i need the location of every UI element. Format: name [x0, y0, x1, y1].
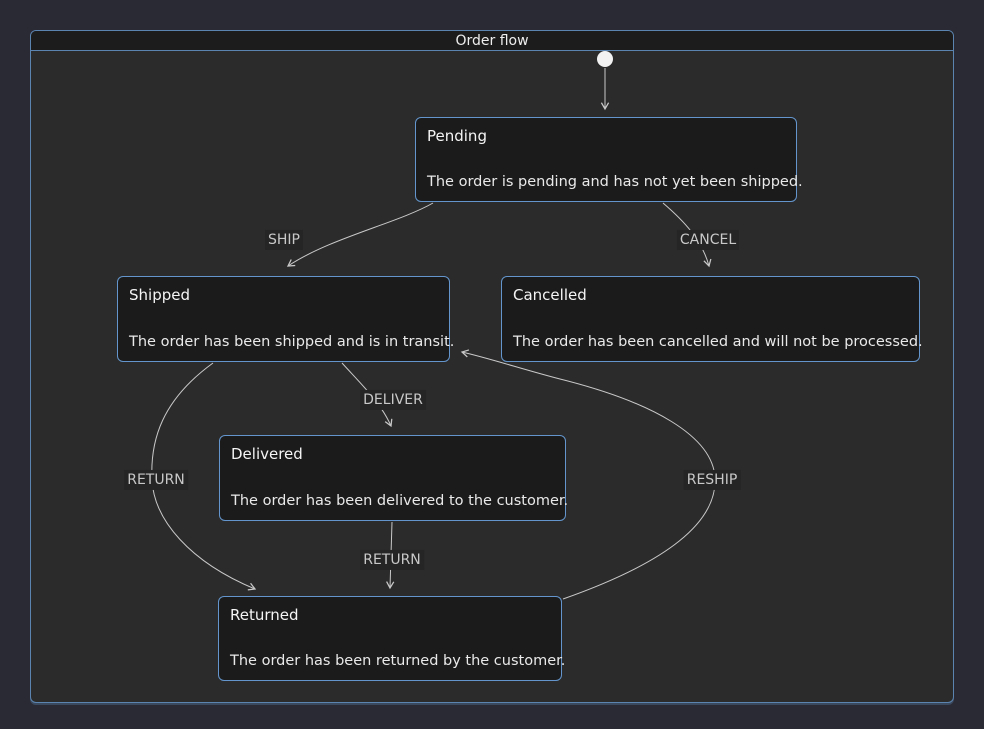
- transition-label-return-left: RETURN: [124, 469, 188, 491]
- state-shipped-name: Shipped: [129, 286, 190, 304]
- state-delivered-name: Delivered: [231, 445, 303, 463]
- state-delivered-description: The order has been delivered to the cust…: [231, 492, 569, 509]
- state-cancelled-name: Cancelled: [513, 286, 587, 304]
- state-shipped-description: The order has been shipped and is in tra…: [129, 333, 455, 350]
- transition-label-cancel: CANCEL: [676, 229, 740, 251]
- diagram-title: Order flow: [455, 32, 529, 49]
- transition-label-ship: SHIP: [265, 229, 303, 251]
- transition-label-return-mid: RETURN: [360, 549, 424, 571]
- state-pending: Pending The order is pending and has not…: [415, 117, 803, 202]
- diagram-title-bar: Order flow: [31, 31, 953, 51]
- state-returned-description: The order has been returned by the custo…: [230, 652, 566, 669]
- state-returned: Returned The order has been returned by …: [218, 596, 566, 681]
- state-shipped: Shipped The order has been shipped and i…: [117, 276, 455, 362]
- state-pending-name: Pending: [427, 127, 487, 145]
- state-cancelled: Cancelled The order has been cancelled a…: [501, 276, 923, 362]
- state-pending-description: The order is pending and has not yet bee…: [427, 173, 803, 190]
- state-returned-name: Returned: [230, 606, 299, 624]
- state-cancelled-description: The order has been cancelled and will no…: [513, 333, 923, 350]
- transition-label-reship: RESHIP: [683, 469, 741, 491]
- transition-label-deliver: DELIVER: [360, 389, 426, 411]
- state-delivered: Delivered The order has been delivered t…: [219, 435, 569, 521]
